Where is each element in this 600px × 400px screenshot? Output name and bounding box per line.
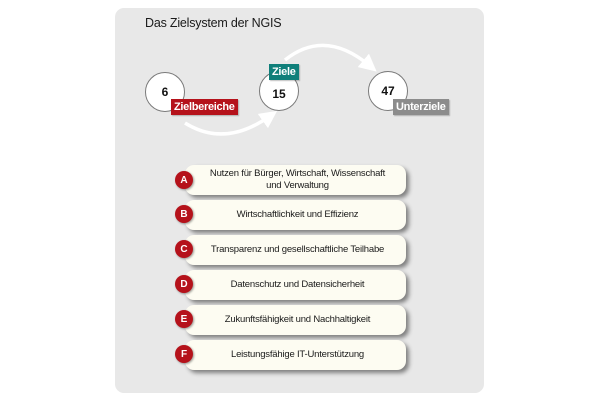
area-item-f: Leistungsfähige IT-Unterstützung (185, 340, 406, 370)
area-item-e: Zukunftsfähigkeit und Nachhaltigkeit (185, 305, 406, 335)
level-tag-ziele: Ziele (269, 64, 299, 80)
level-tag-zielbereiche: Zielbereiche (171, 99, 238, 115)
area-text: Datenschutz und Datensicherheit (230, 279, 365, 290)
level-tag-unterziele: Unterziele (393, 99, 449, 115)
area-item-a: Nutzen für Bürger, Wirtschaft, Wissensch… (185, 165, 406, 195)
area-badge-c: C (175, 240, 193, 258)
area-text: Nutzen für Bürger, Wirtschaft, Wissensch… (209, 168, 386, 191)
area-item-c: Transparenz und gesellschaftliche Teilha… (185, 235, 406, 265)
area-text: Leistungsfähige IT-Unterstützung (230, 349, 364, 360)
area-text: Transparenz und gesellschaftliche Teilha… (210, 244, 385, 255)
level-count: 47 (381, 84, 395, 98)
area-text: Zukunftsfähigkeit und Nachhaltigkeit (224, 314, 371, 325)
area-badge-b: B (175, 205, 193, 223)
area-text: Wirtschaftlichkeit und Effizienz (236, 209, 359, 220)
level-count: 15 (272, 87, 286, 101)
area-badge-f: F (175, 345, 193, 363)
diagram-title: Das Zielsystem der NGIS (145, 16, 282, 30)
area-item-b: Wirtschaftlichkeit und Effizienz (185, 200, 406, 230)
arrow-zielbereiche-to-ziele (184, 110, 278, 136)
area-badge-d: D (175, 275, 193, 293)
arrow-ziele-to-unterziele (283, 43, 377, 72)
level-count: 6 (161, 85, 169, 99)
area-badge-a: A (175, 171, 193, 189)
area-item-d: Datenschutz und Datensicherheit (185, 270, 406, 300)
area-badge-e: E (175, 310, 193, 328)
